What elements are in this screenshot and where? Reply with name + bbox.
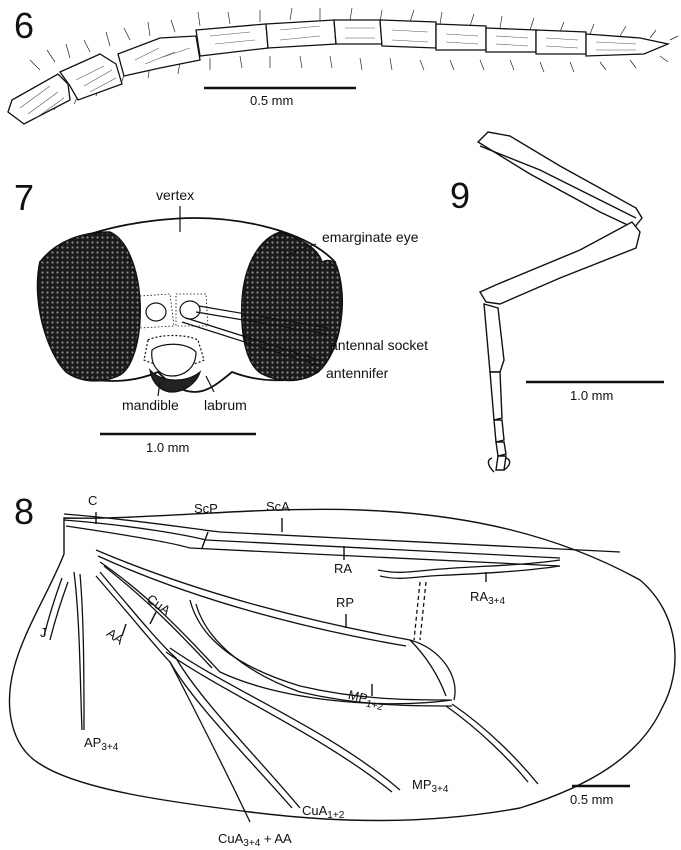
label-antennal-socket: antennal socket xyxy=(330,337,429,353)
vein-label-c: C xyxy=(88,493,98,508)
vein-label-ra: RA xyxy=(334,561,353,576)
fig6-scale-label: 0.5 mm xyxy=(250,93,294,108)
wing-drawing xyxy=(8,508,676,823)
label-emarginate-eye: emarginate eye xyxy=(322,229,419,245)
fig7-scale-label: 1.0 mm xyxy=(146,440,190,455)
vein-label-cua34-aa: CuA3+4 + AA xyxy=(218,831,292,849)
vein-label-j: J xyxy=(40,625,47,640)
labrum-shape xyxy=(151,343,197,377)
label-antennifer: antennifer xyxy=(326,365,389,381)
head-drawing xyxy=(36,206,343,397)
label-mandible: mandible xyxy=(122,397,179,413)
vein-label-rp: RP xyxy=(336,595,355,610)
figure-6-number: 6 xyxy=(14,5,35,46)
antenna-drawing xyxy=(7,7,679,125)
label-vertex: vertex xyxy=(156,187,195,203)
label-labrum: labrum xyxy=(204,397,247,413)
figure-8-number: 8 xyxy=(14,491,35,532)
right-antennal-socket xyxy=(179,300,201,320)
fig8-scale-label: 0.5 mm xyxy=(570,792,614,807)
vein-label-scp: ScP xyxy=(194,501,218,516)
fig9-scale-label: 1.0 mm xyxy=(570,388,614,403)
vein-label-sca: ScA xyxy=(266,499,290,514)
mandible-shape xyxy=(149,367,202,393)
wing-label-ticks xyxy=(95,512,487,696)
vein-label-mp34: MP3+4 xyxy=(412,777,449,795)
figure-7-number: 7 xyxy=(14,177,35,218)
left-antennal-socket xyxy=(145,302,167,322)
fig7-leader-lines xyxy=(157,206,329,397)
vein-label-ra34: RA3+4 xyxy=(470,589,506,607)
left-compound-eye xyxy=(37,231,141,382)
figure-9-number: 9 xyxy=(450,175,471,216)
vein-label-ap34: AP3+4 xyxy=(84,735,119,753)
leg-drawing xyxy=(476,131,643,473)
wing-veins xyxy=(43,513,621,823)
vein-label-cua12: CuA1+2 xyxy=(302,803,345,821)
